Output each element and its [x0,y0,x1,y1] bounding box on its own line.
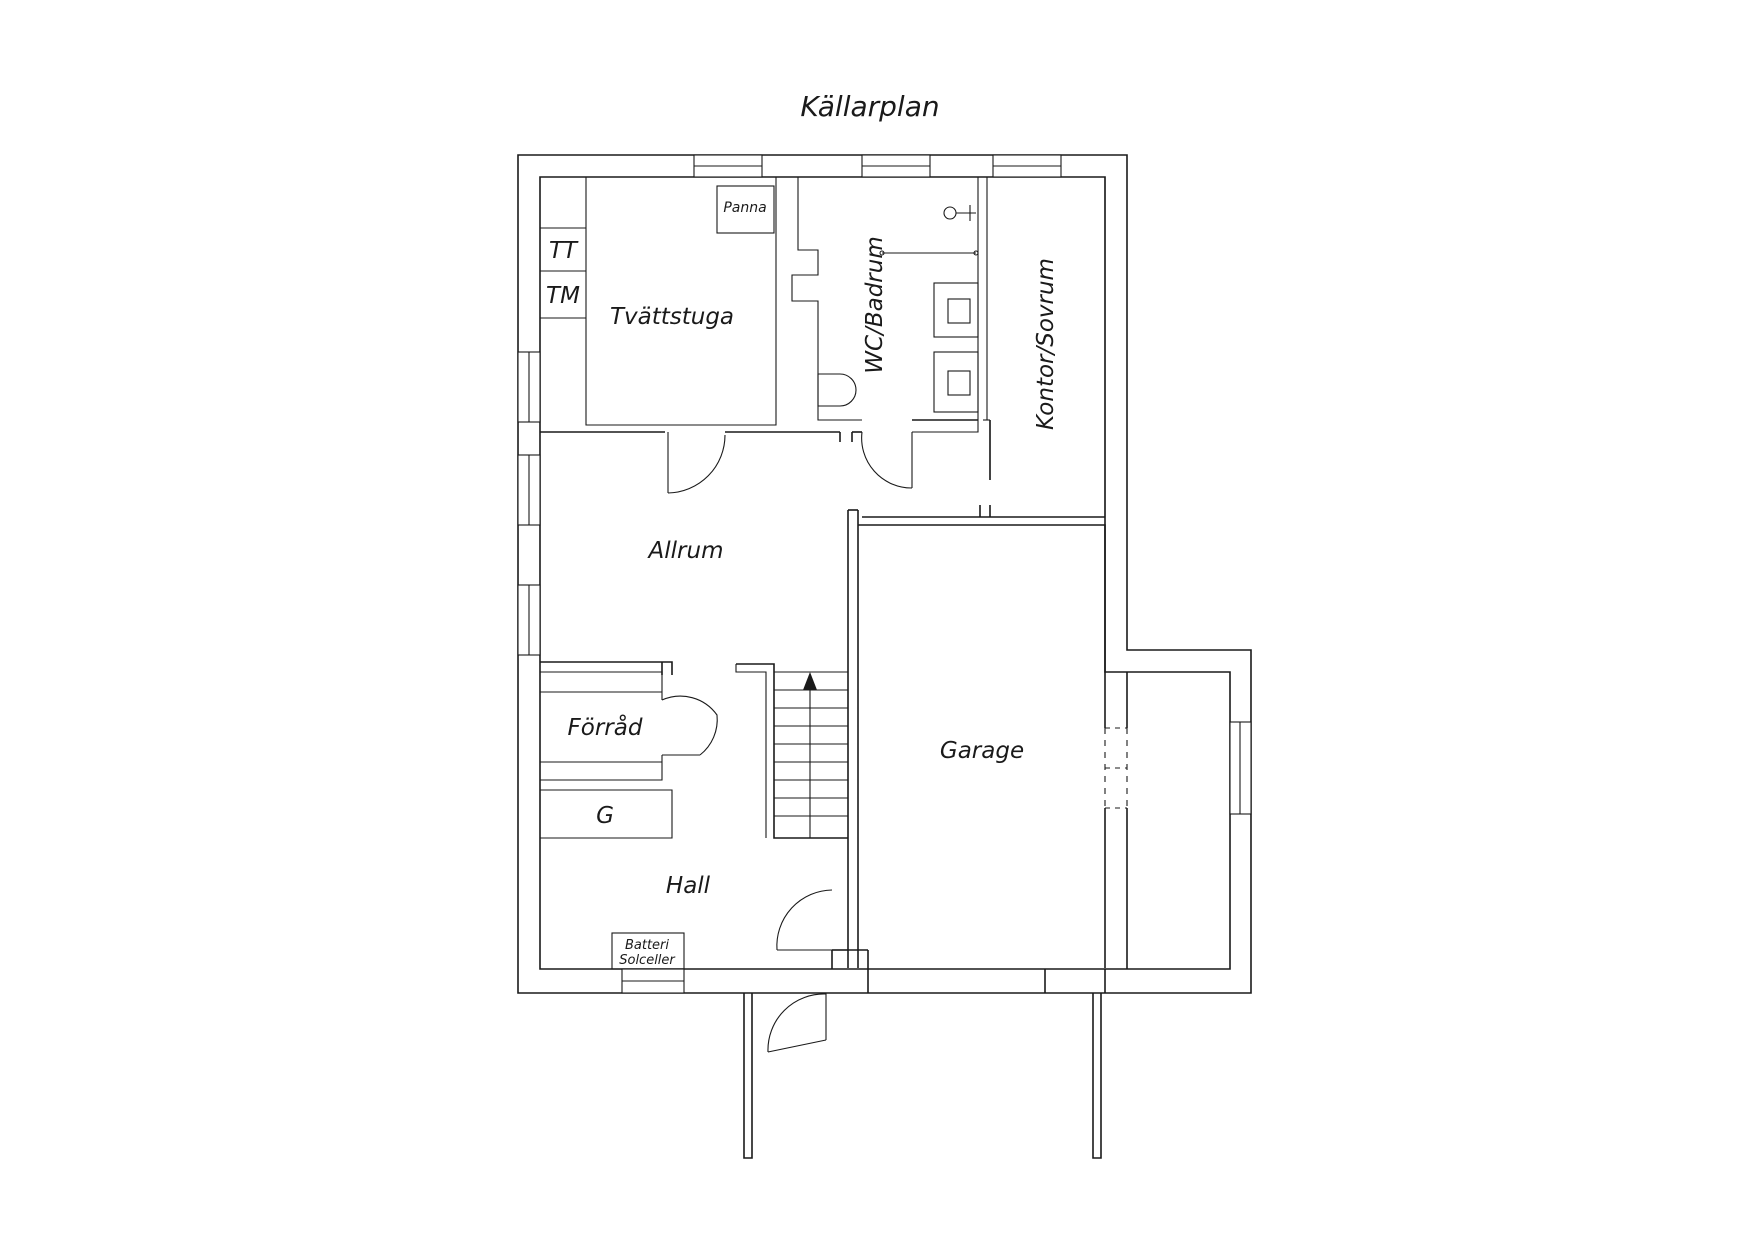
fixture-label-batteri: Batteri [625,938,669,953]
room-labels: Tvättstuga WC/Badrum Kontor/Sovrum Allru… [568,236,1059,899]
fixture-label-tm: TM [546,283,580,309]
panna-box [716,185,775,234]
room-label-wc-badrum: WC/Badrum [862,236,888,373]
stair-treads [774,689,848,838]
bathroom-fixtures [817,205,979,413]
fixture-labels: Panna TT TM G Batteri Solceller [546,200,767,968]
doors [661,420,991,1053]
fixture-label-g: G [596,803,614,829]
room-label-tvattstuga: Tvättstuga [610,304,734,330]
windows [517,154,1252,994]
room-label-kontor-sovrum: Kontor/Sovrum [1033,258,1059,430]
sink-icon [933,282,979,338]
battery-box [611,932,685,970]
fixture-label-tt: TT [549,238,579,264]
toilet-icon [817,373,857,407]
fixture-label-solceller: Solceller [619,953,676,968]
room-label-forrad: Förråd [568,713,643,741]
room-label-garage: Garage [940,738,1024,764]
shower-icon [943,206,957,220]
sink-icon [933,351,979,413]
stair-arrow-icon [803,672,817,690]
plan-title: Källarplan [800,90,939,123]
interior-walls [540,176,1230,1159]
room-label-hall: Hall [666,873,711,899]
fixture-label-panna: Panna [723,200,766,216]
room-label-allrum: Allrum [647,538,724,564]
